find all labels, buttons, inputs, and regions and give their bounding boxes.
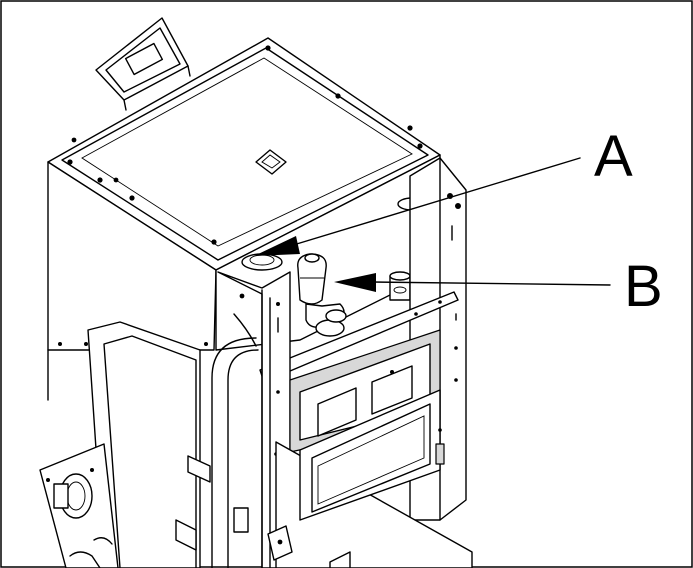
label-a: A	[594, 124, 633, 189]
pellet-feeder	[39, 321, 211, 568]
boiler-door	[275, 389, 473, 568]
air-vent-valve	[297, 253, 347, 337]
water-pipe	[211, 313, 259, 568]
boiler-top-lid	[47, 37, 441, 271]
safety-valve	[389, 271, 411, 301]
front-column	[217, 271, 291, 568]
label-b: B	[624, 254, 663, 319]
label-b-callout: B	[334, 254, 663, 319]
control-panel	[95, 17, 191, 111]
hinge-assembly	[233, 507, 351, 568]
label-a-callout: A	[254, 124, 633, 256]
